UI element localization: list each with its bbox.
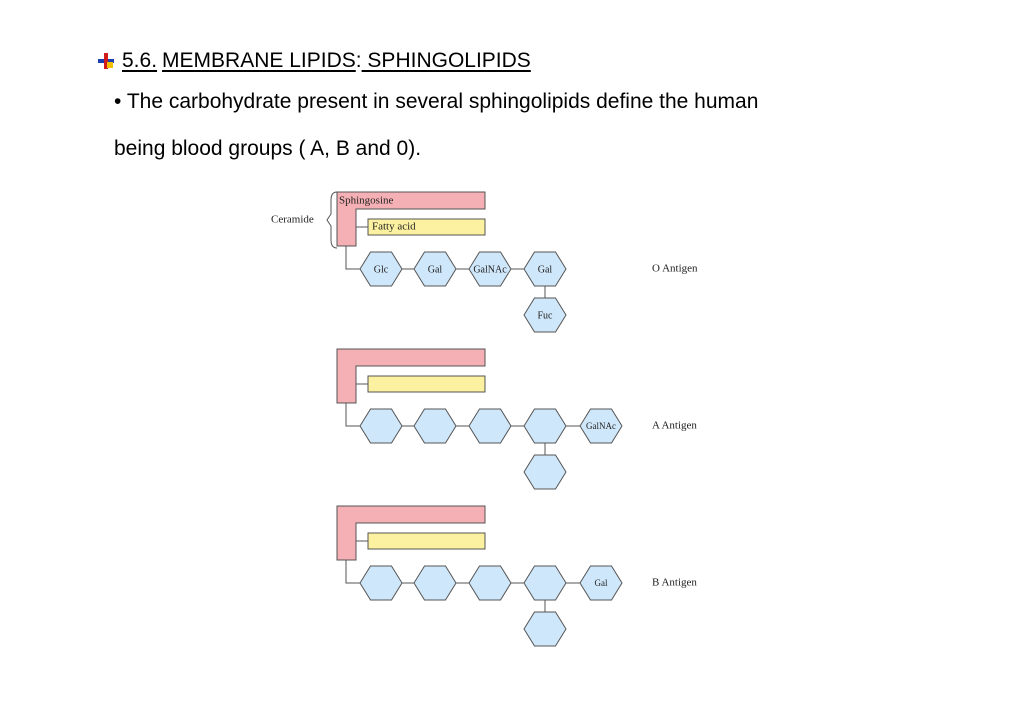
sugar-hexagon: [579, 565, 623, 601]
bullet-line-1: The carbohydrate present in several sphi…: [126, 90, 759, 113]
fatty-acid-label: Fatty acid: [372, 221, 416, 233]
bullet-line-2: being blood groups ( A, B and 0).: [114, 137, 422, 160]
antigen-label: O Antigen: [652, 263, 698, 275]
sphingosine-label: Sphingosine: [339, 195, 394, 207]
sugar-label: GalNAc: [586, 421, 616, 431]
sugar-hexagon: [359, 565, 403, 601]
connector-line: [345, 403, 360, 427]
sphingosine-block: [336, 505, 486, 561]
sugar-hexagon: [468, 408, 512, 444]
connector-line: [345, 246, 360, 270]
antigen-label: B Antigen: [652, 577, 697, 589]
sugar-hexagon: [413, 565, 457, 601]
sugar-label: GalNAc: [473, 264, 507, 275]
sugar-hexagon: [359, 251, 403, 287]
sugar-hexagon: [579, 408, 623, 444]
sugar-label: Gal: [428, 264, 443, 275]
sugar-hexagon: [413, 251, 457, 287]
sugar-hexagon: [468, 251, 512, 287]
bullet-icon: [98, 53, 114, 69]
sugar-label: Fuc: [538, 310, 554, 321]
bullet-text-line-2: being blood groups ( A, B and 0).: [114, 137, 421, 161]
sugar-hexagon: [468, 565, 512, 601]
sugar-label: Gal: [538, 264, 553, 275]
sugar-hexagon: [359, 408, 403, 444]
sugar-hexagon: [413, 408, 457, 444]
sugar-label: Gal: [595, 578, 608, 588]
antigen-label: A Antigen: [652, 420, 697, 432]
sphingosine-block: [336, 348, 486, 404]
title-separator: :: [355, 49, 362, 72]
sugar-hexagon: [523, 408, 567, 444]
sugar-hexagon: [523, 251, 567, 287]
sugar-label: Glc: [374, 264, 389, 275]
sugar-hexagon: [523, 611, 567, 647]
connector-line: [345, 560, 360, 584]
ceramide-label: Ceramide: [271, 214, 314, 226]
slide-title: 5.6. MEMBRANE LIPIDS: SPHINGOLIPIDS: [98, 46, 531, 76]
bullet-text-line-1: • The carbohydrate present in several sp…: [114, 90, 758, 114]
title-membrane-lipids: MEMBRANE LIPIDS: [162, 49, 356, 72]
sugar-hexagon: [523, 454, 567, 490]
title-section-number: 5.6.: [122, 49, 158, 72]
ceramide-brace: [326, 191, 338, 249]
bullet-char: •: [114, 90, 122, 113]
sphingosine-block: [336, 191, 486, 247]
fatty-acid-block: [367, 375, 486, 393]
title-sphingolipids: SPHINGOLIPIDS: [361, 49, 531, 72]
fatty-acid-block: [367, 532, 486, 550]
sugar-hexagon: [523, 297, 567, 333]
sugar-hexagon: [523, 565, 567, 601]
